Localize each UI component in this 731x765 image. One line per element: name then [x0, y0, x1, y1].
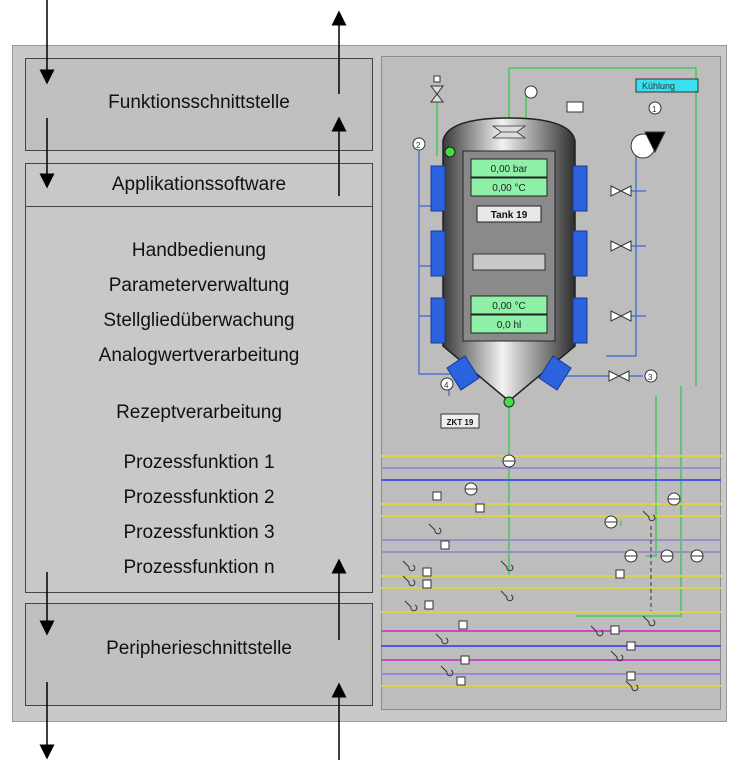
tank-process-diagram: 2 1 Kühlung 0,00 bar 0,00 °C Tank 19 0,0… — [381, 67, 721, 692]
list-item-stellgliedueberwachung: Stellgliedüberwachung — [103, 310, 295, 331]
top-temp-display — [470, 177, 548, 197]
tank-name-box — [476, 205, 542, 223]
function-interface-label: Funktionsschnittstelle — [108, 92, 290, 113]
pressure-value: 0,00 bar — [491, 164, 528, 175]
bottom-temp-display — [470, 295, 548, 315]
top-temp-value: 0,00 °C — [492, 183, 525, 194]
application-software-label: Applikationssoftware — [111, 174, 287, 195]
application-software-header: Applikationssoftware — [26, 164, 372, 207]
list-item-prozessfunktion-n: Prozessfunktion n — [123, 557, 275, 578]
level-indicator — [472, 253, 546, 271]
pressure-display — [470, 158, 548, 178]
list-item-prozessfunktion-2: Prozessfunktion 2 — [123, 487, 275, 508]
function-interface-box: Funktionsschnittstelle — [25, 58, 373, 151]
list-item-prozessfunktion-1: Prozessfunktion 1 — [123, 452, 275, 473]
list-item-analogwertverarbeitung: Analogwertverarbeitung — [98, 345, 300, 366]
list-item-rezeptverarbeitung: Rezeptverarbeitung — [116, 402, 282, 423]
cooling-label: Kühlung — [642, 81, 675, 91]
circle-3-label: 3 — [648, 373, 653, 382]
status-led-bottom — [503, 396, 515, 408]
list-item-parameterverwaltung: Parameterverwaltung — [108, 275, 290, 296]
application-software-box: Applikationssoftware Handbedienung Param… — [25, 163, 373, 593]
list-item-prozessfunktion-3: Prozessfunktion 3 — [123, 522, 275, 543]
tank-name: Tank 19 — [491, 210, 528, 221]
peripheral-interface-label: Peripherieschnittstelle — [106, 638, 292, 659]
zkt-box — [440, 413, 480, 429]
volume-display — [470, 314, 548, 334]
circle-2-label: 2 — [416, 141, 421, 150]
bottom-temp-value: 0,00 °C — [492, 301, 525, 312]
peripheral-interface-box: Peripherieschnittstelle — [25, 603, 373, 706]
cooling-box — [635, 78, 699, 93]
circle-1-label: 1 — [652, 105, 657, 114]
volume-value: 0,0 hl — [497, 320, 521, 331]
zkt-label: ZKT 19 — [447, 418, 474, 427]
status-led-top — [444, 146, 456, 158]
circle-4-label: 4 — [444, 381, 449, 390]
list-item-handbedienung: Handbedienung — [131, 240, 267, 261]
